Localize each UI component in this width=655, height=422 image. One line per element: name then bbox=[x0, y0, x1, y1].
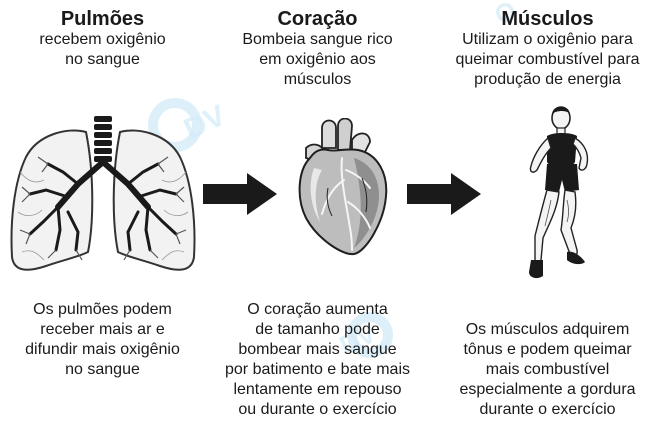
lungs-description: recebem oxigênio no sangue bbox=[39, 31, 166, 68]
lungs-note: Os pulmões podem receber mais ar e difun… bbox=[25, 301, 180, 378]
column-lungs: Pulmões recebem oxigênio no sangue bbox=[0, 8, 205, 70]
muscles-description: Utilizam o oxigênio para queimar combust… bbox=[455, 31, 640, 88]
heart-icon bbox=[292, 118, 392, 258]
heart-description: Bombeia sangue rico em oxigênio aos músc… bbox=[242, 31, 393, 88]
arrow-right-icon bbox=[407, 173, 482, 215]
heart-note: O coração aumenta de tamanho pode bombea… bbox=[225, 301, 410, 418]
lungs-icon bbox=[8, 112, 198, 282]
column-heart: Coração Bombeia sangue rico em oxigênio … bbox=[210, 8, 425, 90]
runner-icon bbox=[515, 100, 600, 290]
heart-title: Coração bbox=[277, 8, 358, 30]
arrow-right-icon bbox=[203, 173, 278, 215]
column-muscles: Músculos Utilizam o oxigênio para queima… bbox=[440, 8, 655, 90]
muscles-title: Músculos bbox=[501, 8, 594, 30]
muscles-note: Os músculos adquirem tônus e podem queim… bbox=[459, 321, 636, 418]
lungs-title: Pulmões bbox=[60, 8, 145, 30]
